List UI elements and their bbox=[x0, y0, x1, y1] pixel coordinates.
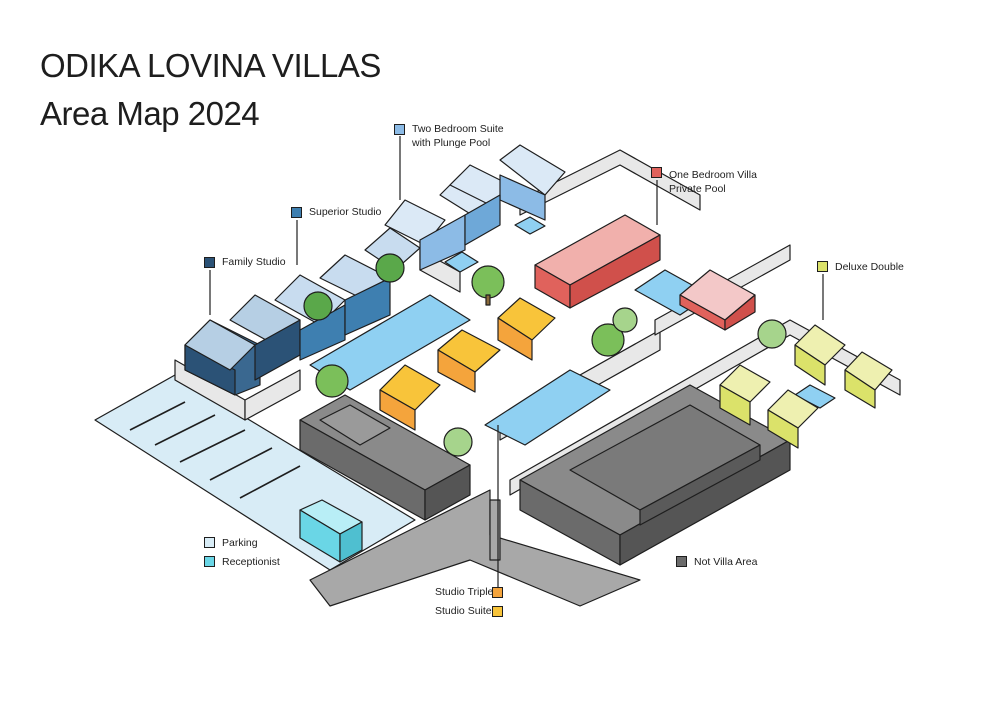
receptionist-building bbox=[299, 499, 363, 563]
two-bedroom-label-line1: Two Bedroom Suite bbox=[412, 123, 504, 135]
superior-studio-swatch bbox=[291, 207, 302, 218]
one-bedroom-villa-buildings bbox=[534, 214, 756, 331]
parking-label: Parking bbox=[222, 537, 258, 549]
studio-buildings bbox=[379, 297, 556, 431]
two-bedroom-suite-buildings bbox=[384, 144, 566, 271]
leader-lines bbox=[209, 136, 824, 590]
map-subtitle: Area Map 2024 bbox=[40, 95, 260, 132]
receptionist-label: Receptionist bbox=[222, 556, 280, 568]
deluxe-double-swatch bbox=[817, 261, 828, 272]
trees bbox=[303, 253, 787, 457]
one-bedroom-swatch bbox=[651, 167, 662, 178]
studio-triple-label: Studio Triple bbox=[435, 586, 494, 598]
superior-studio-label: Superior Studio bbox=[309, 206, 382, 218]
studio-suite-label: Studio Suite bbox=[435, 605, 492, 617]
deluxe-double-label: Deluxe Double bbox=[835, 261, 904, 273]
not-villa-swatch bbox=[676, 556, 687, 567]
map-title: ODIKA LOVINA VILLAS bbox=[40, 47, 381, 84]
studio-triple-swatch bbox=[492, 587, 503, 598]
deluxe-double-buildings bbox=[719, 324, 893, 449]
receptionist-swatch bbox=[204, 556, 215, 567]
two-bedroom-label-line2: with Plunge Pool bbox=[412, 137, 491, 149]
not-villa-area bbox=[299, 384, 791, 566]
one-bedroom-label-line2: Private Pool bbox=[669, 183, 726, 195]
studio-suite-swatch bbox=[492, 606, 503, 617]
family-studio-label: Family Studio bbox=[222, 256, 286, 268]
one-bedroom-label-line1: One Bedroom Villa bbox=[669, 169, 757, 181]
family-studio-swatch bbox=[204, 257, 215, 268]
parking-swatch bbox=[204, 537, 215, 548]
two-bedroom-swatch bbox=[394, 124, 405, 135]
family-studio-buildings bbox=[184, 294, 301, 396]
not-villa-label: Not Villa Area bbox=[694, 556, 758, 568]
